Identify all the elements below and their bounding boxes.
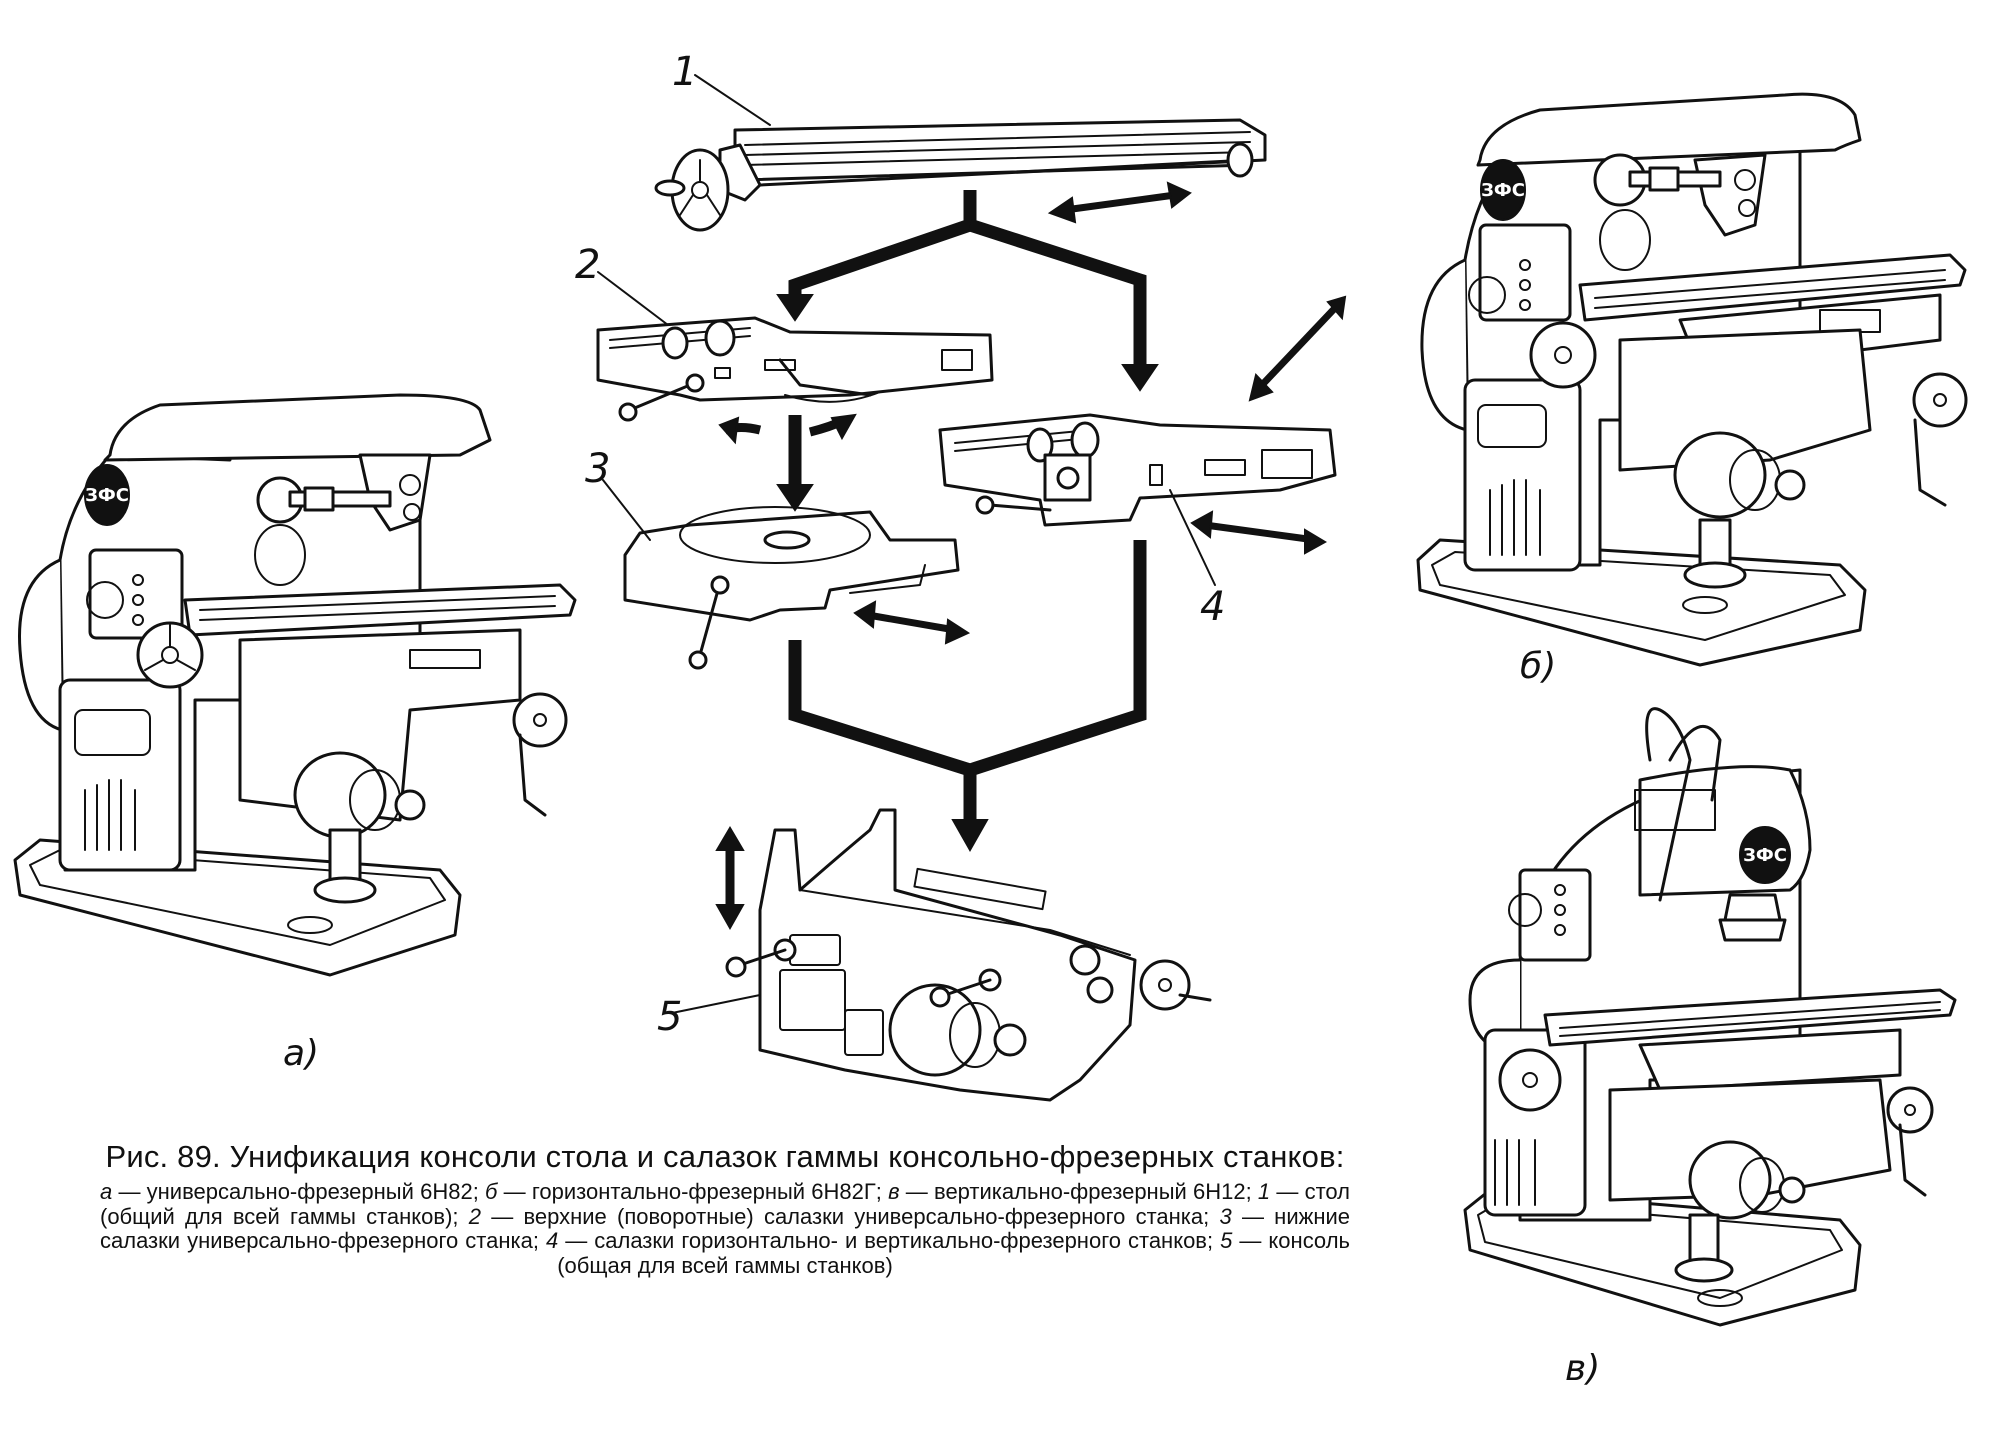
leader-2 — [597, 271, 669, 326]
label-machine-a: а) — [283, 1033, 319, 1074]
legend-text: — нижние салазки универсально-фрезерного… — [100, 1203, 1350, 1253]
motion-arrow-part3 — [867, 611, 956, 634]
leader-4 — [1169, 489, 1216, 586]
legend-text: — стол (общий для всей гаммы станков); — [100, 1179, 1350, 1229]
leader-5 — [671, 994, 761, 1014]
legend-text: — верхние (поворотные) салазки универсал… — [481, 1203, 1220, 1229]
legend-item: б — горизонтально-фрезерный 6Н82Г; — [485, 1179, 888, 1204]
label-part-5: 5 — [657, 994, 682, 1040]
legend-item: 2 — верхние (поворотные) салазки универс… — [469, 1204, 1220, 1229]
arrowhead-part2 — [776, 294, 814, 322]
legend-item: 4 — салазки горизонтально- и вертикально… — [546, 1228, 1220, 1253]
legend-item: 3 — нижние салазки универсально-фрезерно… — [100, 1204, 1350, 1254]
part-1-table — [654, 118, 1267, 232]
legend-item: 5 — консоль (общая для всей гаммы станко… — [557, 1228, 1350, 1278]
part-5-knee-console — [725, 808, 1212, 1102]
figure-caption: Рис. 89. Унификация консоли стола и сала… — [100, 1140, 1350, 1278]
legend-key: 4 — [545, 1228, 559, 1253]
machine-vertical-6n12: ЗФС — [1463, 707, 1957, 1327]
part-3-lower-saddle — [623, 506, 960, 670]
motion-arrow-saddle-cross — [1259, 305, 1338, 388]
legend-key: а — [100, 1179, 113, 1204]
legend-text: — универсально-фрезерный 6Н82; — [112, 1179, 486, 1204]
motion-arrow-table-longitudinal — [1064, 191, 1176, 214]
legend-key: 2 — [468, 1203, 482, 1229]
label-part-4: 4 — [1200, 584, 1225, 630]
zfs-logo-v — [1739, 826, 1791, 884]
arrowhead-part5 — [951, 819, 989, 853]
labels: 1 2 3 4 5 а) б) в) — [283, 49, 1600, 1389]
part-4-saddle-horizontal-vertical — [938, 413, 1337, 527]
label-machine-b: б) — [1520, 646, 1556, 687]
legend-item: 1 — стол (общий для всей гаммы станков); — [100, 1179, 1350, 1229]
caption-legend: а — универсально-фрезерный 6Н82; б — гор… — [100, 1179, 1350, 1278]
label-part-3: 3 — [585, 446, 610, 492]
zfs-logo-a — [84, 464, 130, 526]
zfs-logo-text-v: ЗФС — [1743, 845, 1787, 866]
legend-key: 1 — [1257, 1179, 1271, 1204]
leader-1 — [694, 74, 771, 126]
arrow-table-to-part4 — [967, 218, 1147, 370]
legend-key: в — [888, 1179, 900, 1204]
motion-arrows — [715, 181, 1347, 931]
arrowhead-part4 — [1121, 364, 1159, 392]
part-2-upper-swivel-saddle — [596, 316, 994, 445]
label-part-1: 1 — [672, 49, 697, 95]
zfs-logo-text-b: ЗФС — [1481, 180, 1525, 201]
arrowhead-part3 — [776, 484, 814, 512]
leader-3 — [602, 479, 651, 541]
machine-horizontal-6n82g: ЗФС — [1416, 92, 1968, 667]
motion-arrow-part4 — [1204, 521, 1316, 544]
machine-universal-6n82: ЗФС — [13, 393, 577, 977]
legend-key: б — [485, 1179, 498, 1204]
caption-title: Рис. 89. Унификация консоли стола и сала… — [105, 1139, 1345, 1174]
label-machine-v: в) — [1565, 1348, 1600, 1389]
legend-item: а — универсально-фрезерный 6Н82; — [100, 1179, 485, 1204]
legend-text: — салазки горизонтально- и вертикально-ф… — [558, 1228, 1221, 1253]
legend-key: 5 — [1220, 1228, 1233, 1253]
flow-arrows — [776, 190, 1159, 853]
arrow-table-to-part2 — [788, 190, 977, 300]
legend-item: в — вертикально-фрезерный 6Н12; — [888, 1179, 1258, 1204]
zfs-logo-b — [1480, 159, 1526, 221]
label-part-2: 2 — [575, 242, 600, 288]
leader-lines — [597, 74, 1216, 1014]
legend-text: — консоль (общая для всей гаммы станков) — [557, 1228, 1350, 1278]
zfs-logo-text-a: ЗФС — [85, 485, 129, 506]
legend-text: — горизонтально-фрезерный 6Н82Г; — [497, 1179, 889, 1204]
legend-text: — вертикально-фрезерный 6Н12; — [899, 1179, 1258, 1204]
legend-key: 3 — [1219, 1203, 1232, 1229]
